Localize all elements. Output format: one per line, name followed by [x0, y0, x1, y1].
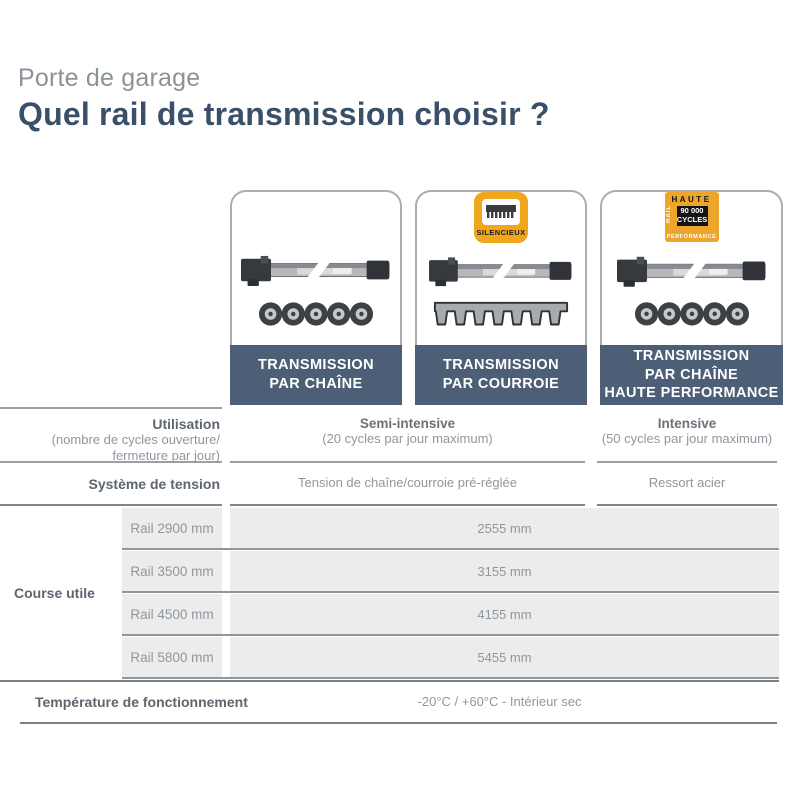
badge-rail-label: RAIL: [665, 205, 672, 223]
course-utile-label: Course utile: [14, 585, 95, 601]
card-chaine-title: TRANSMISSION PAR CHAÎNE: [230, 345, 402, 405]
table-bottom-divider: [20, 722, 777, 724]
card-courroie-visual: SILENCIEUX: [415, 190, 587, 345]
page-title: Quel rail de transmission choisir ?: [18, 96, 550, 132]
rail-3500-label: Rail 3500 mm: [122, 551, 222, 591]
course-utile-rows: Rail 2900 mm 2555 mm Rail 3500 mm 3155 m…: [122, 506, 779, 680]
utilisation-standard-light: (20 cycles par jour maximum): [322, 431, 493, 446]
rail-2900-label: Rail 2900 mm: [122, 508, 222, 548]
utilisation-hp-value: Intensive (50 cycles par jour maximum): [597, 407, 777, 463]
silencieux-badge: SILENCIEUX: [474, 192, 528, 243]
utilisation-label-cell: Utilisation (nombre de cycles ouverture/…: [0, 407, 222, 463]
card-transmission-courroie: SILENCIEUX TRANSMISSION PAR COUR: [415, 190, 587, 405]
card-transmission-chaine: TRANSMISSION PAR CHAÎNE: [230, 190, 402, 405]
rail-4500-label: Rail 4500 mm: [122, 594, 222, 634]
category-eyebrow: Porte de garage: [18, 64, 201, 92]
rail-2900-value: 2555 mm: [230, 508, 779, 548]
rail-photo-icon: [241, 255, 390, 286]
tension-label: Système de tension: [0, 463, 222, 506]
table-row: Rail 5800 mm 5455 mm: [122, 637, 779, 679]
row-course-utile: Course utile Rail 2900 mm 2555 mm Rail 3…: [0, 506, 779, 682]
temperature-value: -20°C / +60°C - Intérieur sec: [417, 693, 582, 709]
utilisation-sublabel: (nombre de cycles ouverture/ fermeture p…: [51, 432, 220, 464]
card-transmission-chaine-hp: HAUTE RAIL 90 000 CYCLES PERFORMANCE: [600, 190, 783, 405]
card-chaine-hp-title: TRANSMISSION PAR CHAÎNE HAUTE PERFORMANC…: [600, 345, 783, 405]
utilisation-hp-bold: Intensive: [657, 416, 717, 431]
belt-mini-icon: [482, 199, 520, 225]
utilisation-standard-value: Semi-intensive (20 cycles par jour maxim…: [230, 407, 585, 463]
card-chaine-hp-visual: HAUTE RAIL 90 000 CYCLES PERFORMANCE: [600, 190, 783, 345]
temperature-label: Température de fonctionnement: [35, 694, 248, 710]
badge-cycles-word: CYCLES: [676, 215, 708, 224]
row-utilisation: Utilisation (nombre de cycles ouverture/…: [0, 407, 779, 463]
badge-haute-label: HAUTE: [671, 195, 712, 204]
spec-table: Utilisation (nombre de cycles ouverture/…: [0, 407, 779, 724]
rail-photo-icon: [616, 256, 766, 287]
silencieux-badge-label: SILENCIEUX: [476, 228, 526, 237]
tension-standard-value: Tension de chaîne/courroie pré-réglée: [230, 463, 585, 506]
rail-photo-icon: [429, 257, 572, 287]
badge-cycles-count: 90 000: [680, 206, 704, 216]
chain-icon: [258, 302, 374, 326]
card-courroie-title: TRANSMISSION PAR COURROIE: [415, 345, 587, 405]
rail-3500-value: 3155 mm: [230, 551, 779, 591]
badge-cycles-label: 90 000 CYCLES: [676, 206, 708, 226]
row-temperature: Température de fonctionnement -20°C / +6…: [0, 682, 779, 724]
product-cards: TRANSMISSION PAR CHAÎNE: [230, 190, 783, 405]
row-systeme-tension: Système de tension Tension de chaîne/cou…: [0, 463, 779, 506]
belt-icon: [433, 301, 569, 326]
rail-5800-value: 5455 mm: [230, 637, 779, 677]
tension-hp-value: Ressort acier: [597, 463, 777, 506]
table-row: Rail 2900 mm 2555 mm: [122, 508, 779, 550]
haute-performance-badge: HAUTE RAIL 90 000 CYCLES PERFORMANCE: [664, 192, 719, 242]
utilisation-label: Utilisation: [152, 416, 220, 432]
utilisation-hp-light: (50 cycles par jour maximum): [601, 431, 773, 446]
badge-performance-label: PERFORMANCE: [666, 233, 717, 240]
title-block: Porte de garage Quel rail de transmissio…: [18, 64, 550, 133]
card-chaine-visual: [230, 190, 402, 345]
chain-icon: [634, 302, 749, 326]
table-row: Rail 4500 mm 4155 mm: [122, 594, 779, 636]
table-row: Rail 3500 mm 3155 mm: [122, 551, 779, 593]
utilisation-standard-bold: Semi-intensive: [359, 416, 456, 431]
rail-4500-value: 4155 mm: [230, 594, 779, 634]
rail-5800-label: Rail 5800 mm: [122, 637, 222, 677]
